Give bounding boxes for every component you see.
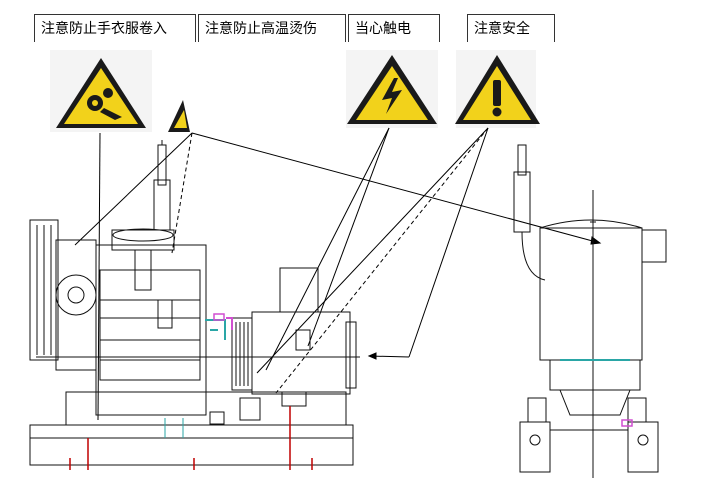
hot-surface-warning-icon bbox=[168, 100, 190, 132]
label-hot-surface-warning: 注意防止高温烫伤 bbox=[198, 14, 346, 42]
genset-side-view bbox=[513, 144, 667, 478]
genset-front-view bbox=[29, 140, 360, 466]
general-caution-icon bbox=[455, 50, 540, 128]
label-electric-shock-warning: 当心触电 bbox=[348, 14, 440, 42]
label-general-caution: 注意安全 bbox=[467, 14, 555, 42]
label-entanglement-warning: 注意防止手衣服卷入 bbox=[34, 14, 196, 42]
coolant-pipe-accents bbox=[164, 313, 233, 438]
ground-markers bbox=[69, 406, 313, 470]
entanglement-warning-icon bbox=[50, 50, 152, 132]
side-view-accents bbox=[560, 359, 633, 427]
electric-shock-warning-icon bbox=[346, 50, 438, 128]
